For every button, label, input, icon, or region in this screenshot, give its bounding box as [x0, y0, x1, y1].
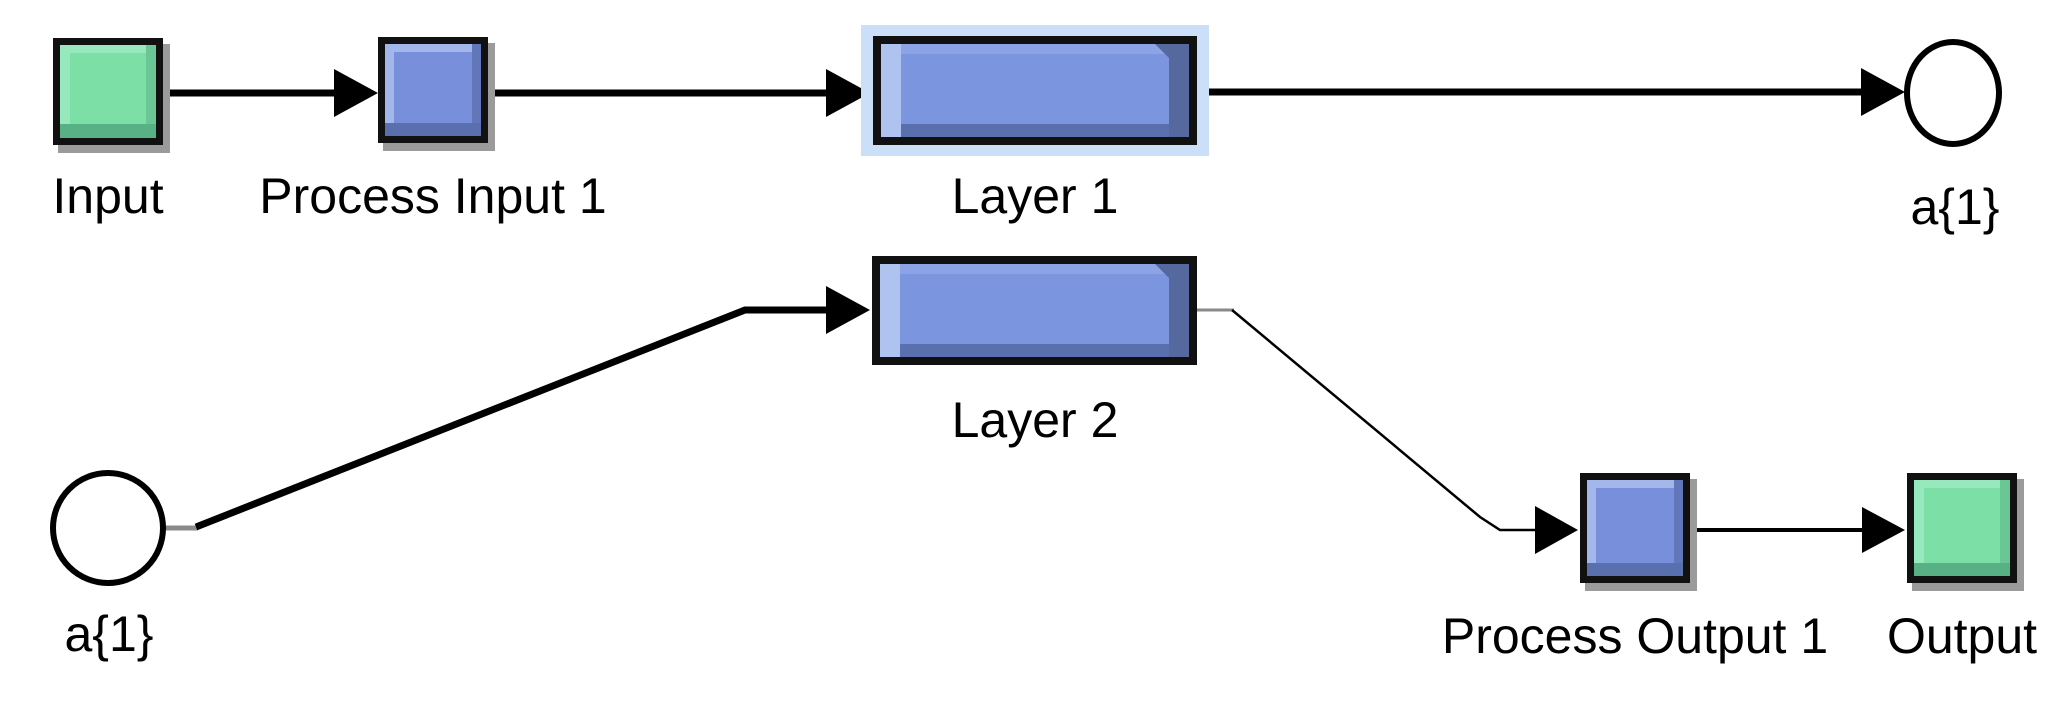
bevel-top — [385, 44, 481, 52]
bevel-corner — [1155, 264, 1189, 298]
block-label-a1-bottom: a{1} — [64, 606, 153, 662]
arrowhead-icon — [826, 286, 870, 334]
connection-input-to-process-input-1[interactable] — [163, 69, 378, 117]
bevel-top — [1914, 480, 2010, 488]
bevel-top — [60, 45, 156, 53]
bevel-right — [1674, 480, 1683, 576]
bevel-bottom — [900, 344, 1169, 357]
bevel-bottom — [901, 124, 1169, 137]
arrowhead-icon — [1535, 506, 1578, 554]
block-fill — [1914, 480, 2010, 576]
bevel-bottom — [1587, 563, 1683, 576]
connection-layer-2-to-process-output-1[interactable] — [1197, 308, 1578, 554]
bevel-left — [881, 44, 901, 137]
block-process-output-1[interactable] — [1580, 473, 1697, 591]
block-fill — [880, 264, 1189, 357]
arrowhead-icon — [1861, 68, 1905, 116]
block-label-process-input-1: Process Input 1 — [259, 168, 606, 224]
block-fill — [1587, 480, 1683, 576]
bevel-left — [60, 45, 70, 138]
arrowhead-icon — [826, 69, 870, 117]
connection-layer-1-to-a1-top[interactable] — [1197, 68, 1905, 116]
block-fill — [881, 44, 1189, 137]
block-input[interactable] — [53, 38, 170, 153]
block-label-layer-2: Layer 2 — [952, 392, 1119, 448]
bevel-bottom — [385, 123, 481, 136]
bevel-bottom — [60, 124, 156, 138]
block-label-input: Input — [52, 168, 163, 224]
arrowhead-icon — [334, 69, 378, 117]
signal-circle-a1-top[interactable] — [1904, 39, 2002, 147]
connection-a1-bottom-to-layer-2[interactable] — [162, 286, 870, 531]
connection-line[interactable] — [194, 306, 830, 531]
bevel-right — [472, 44, 481, 136]
bevel-left — [385, 44, 394, 136]
block-layer-1[interactable] — [861, 25, 1209, 156]
signal-circle-a1-bottom[interactable] — [50, 470, 166, 586]
bevel-right — [146, 45, 156, 138]
bevel-right — [2000, 480, 2010, 576]
bevel-top — [901, 44, 1169, 54]
bevel-bottom — [1914, 563, 2010, 576]
connection-process-input-1-to-layer-1[interactable] — [488, 69, 870, 117]
connection-process-output-1-to-output[interactable] — [1690, 507, 1905, 553]
bevel-left — [1587, 480, 1596, 576]
bevel-left — [1914, 480, 1924, 576]
block-process-input-1[interactable] — [378, 37, 495, 151]
block-label-layer-1: Layer 1 — [952, 168, 1119, 224]
block-fill — [60, 45, 156, 138]
bevel-corner — [1155, 44, 1189, 78]
block-output[interactable] — [1907, 473, 2024, 591]
block-label-a1-top: a{1} — [1910, 179, 1999, 235]
block-label-process-output-1: Process Output 1 — [1442, 608, 1828, 664]
bevel-top — [1587, 480, 1683, 488]
block-layer-2[interactable] — [872, 256, 1197, 365]
block-label-output: Output — [1887, 608, 2037, 664]
block-fill — [385, 44, 481, 136]
arrowhead-icon — [1862, 507, 1905, 553]
connection-line[interactable] — [1231, 309, 1540, 532]
bevel-top — [900, 264, 1169, 274]
bevel-left — [880, 264, 900, 357]
